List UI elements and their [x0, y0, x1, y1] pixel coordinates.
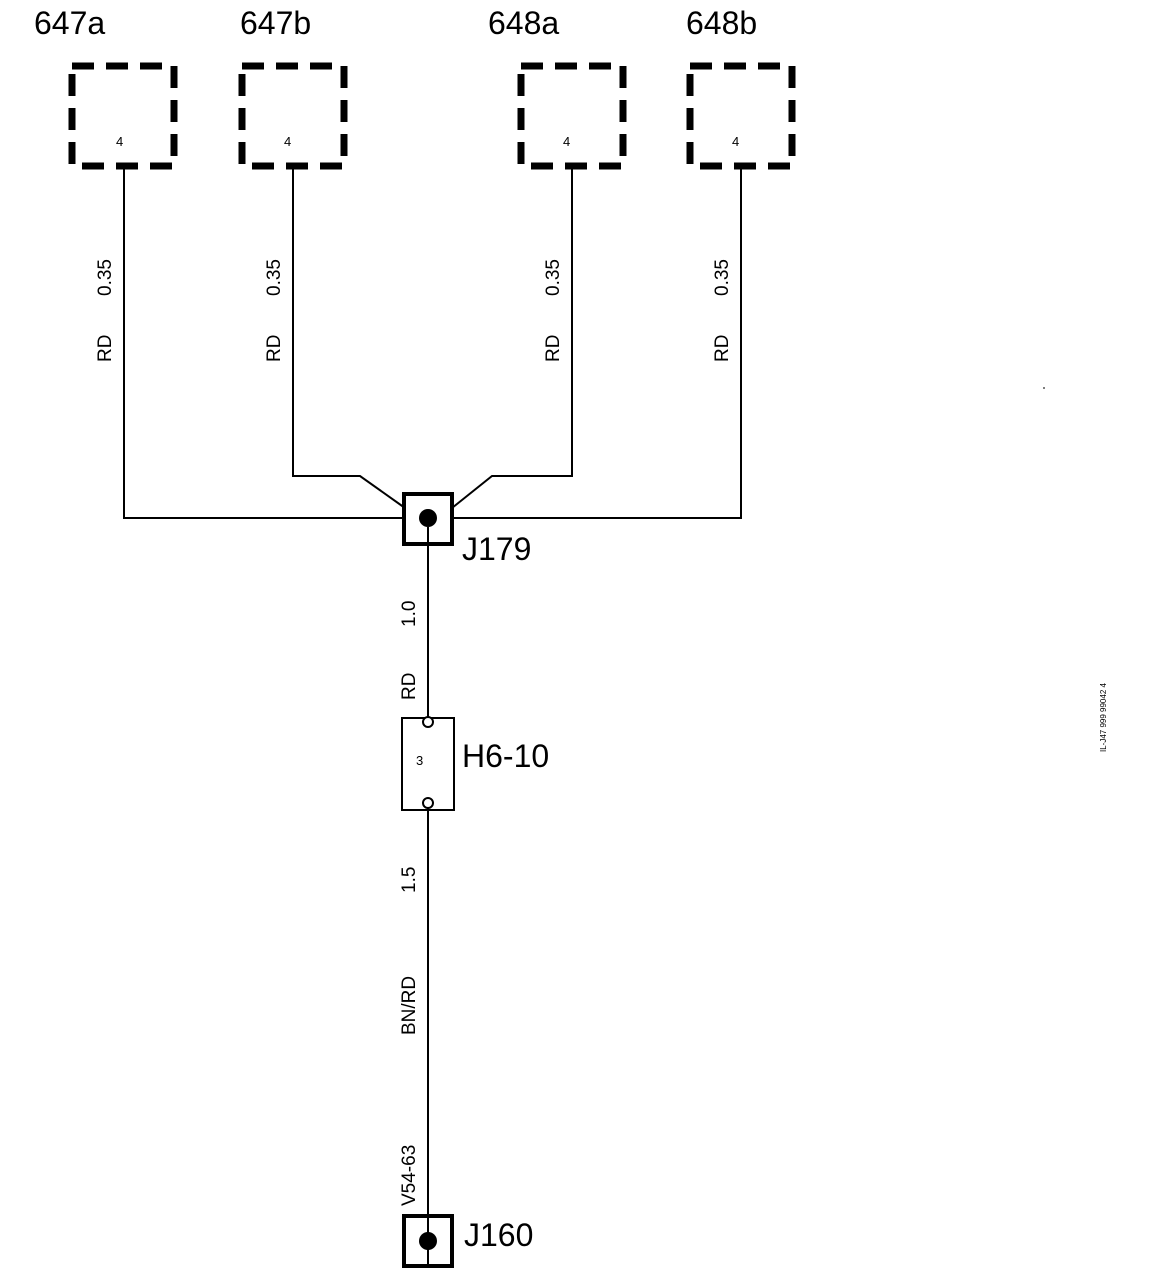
wire-648a	[451, 166, 573, 509]
wire-647a	[123, 166, 405, 519]
wire-color-j179-h6-10: RD	[399, 673, 420, 700]
component-box-647a	[68, 62, 178, 170]
branch-wires	[123, 166, 742, 519]
junction-dot-j179	[419, 509, 437, 527]
wire-color-h6-10-j160: BN/RD	[399, 976, 420, 1035]
connector-h6-10: 3 H6-10	[401, 716, 549, 811]
pin-label-647b: 4	[284, 134, 291, 149]
wire-label-648b: 0.35 RD	[712, 259, 733, 362]
junction-j179: J179	[402, 492, 531, 567]
wire-size-647b: 0.35	[264, 259, 285, 296]
component-box-647b	[238, 62, 348, 170]
pin-label-647a: 4	[116, 134, 123, 149]
junction-j160: J160	[402, 1214, 533, 1268]
wire-size-j179-h6-10: 1.0	[399, 601, 420, 627]
component-box-648b	[686, 62, 796, 170]
component-647b: 647b 4	[238, 5, 348, 170]
wire-color-647a: RD	[95, 335, 116, 362]
stray-dot	[1043, 387, 1045, 389]
connector-pin-label: 3	[416, 753, 423, 768]
pin-label-648b: 4	[732, 134, 739, 149]
figure-code: IL-J47 999 99042 4	[1099, 683, 1108, 752]
wire-size-648b: 0.35	[712, 259, 733, 296]
wire-size-647a: 0.35	[95, 259, 116, 296]
wire-ref-h6-10-j160: V54-63	[399, 1145, 420, 1206]
component-label-647b: 647b	[240, 5, 311, 41]
component-label-647a: 647a	[34, 5, 105, 41]
component-648a: 648a 4	[488, 5, 627, 170]
component-box-648a	[517, 62, 627, 170]
wire-color-648b: RD	[712, 335, 733, 362]
component-648b: 648b 4	[686, 5, 796, 170]
wire-647b	[292, 166, 406, 509]
connector-box-h6-10	[401, 717, 455, 811]
junction-label-j160: J160	[464, 1217, 533, 1253]
wire-648b	[452, 166, 742, 519]
connector-label-h6-10: H6-10	[462, 738, 549, 774]
junction-dot-j160	[419, 1232, 437, 1250]
connector-pin-in	[422, 716, 434, 728]
junction-label-j179: J179	[462, 531, 531, 567]
wire-label-647a: 0.35 RD	[95, 259, 116, 362]
wire-size-648a: 0.35	[543, 259, 564, 296]
pin-label-648a: 4	[563, 134, 570, 149]
component-647a: 647a 4	[34, 5, 178, 170]
component-label-648a: 648a	[488, 5, 559, 41]
junction-box-j160	[402, 1214, 454, 1268]
component-label-648b: 648b	[686, 5, 757, 41]
wire-color-647b: RD	[264, 335, 285, 362]
wire-label-647b: 0.35 RD	[264, 259, 285, 362]
wire-size-h6-10-j160: 1.5	[399, 867, 420, 893]
wire-color-648a: RD	[543, 335, 564, 362]
connector-pin-out	[422, 797, 434, 809]
wire-label-648a: 0.35 RD	[543, 259, 564, 362]
